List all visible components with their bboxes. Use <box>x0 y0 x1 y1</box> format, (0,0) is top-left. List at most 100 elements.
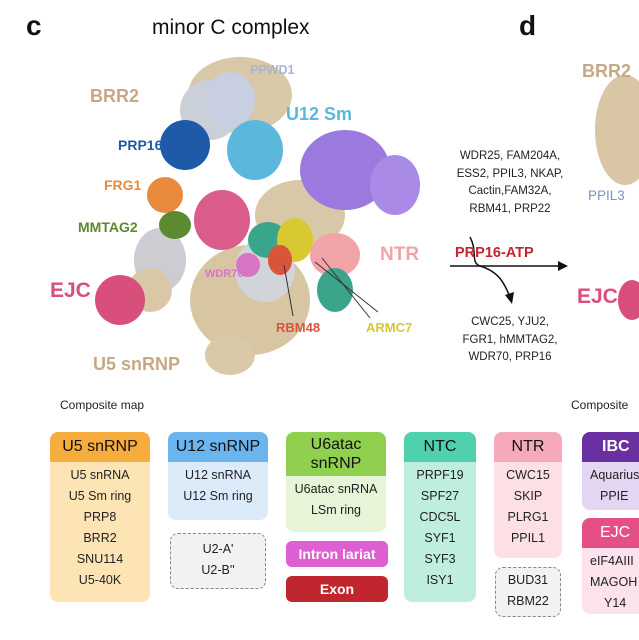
label-wdr70: WDR70 <box>205 268 244 280</box>
add-arrowhead <box>505 292 514 304</box>
legend-ntc-header: NTC <box>404 432 476 462</box>
transition-arrowhead <box>558 261 568 271</box>
composite-map-caption: Composite map <box>60 398 145 412</box>
ejc-density <box>95 275 145 325</box>
legend-u6atac-header-line2: snRNP <box>310 455 362 472</box>
label-ejc: EJC <box>50 279 91 302</box>
list-item: RBM22 <box>507 594 549 608</box>
label-frg1: FRG1 <box>104 177 142 193</box>
legend-ntr: NTR CWC15 SKIP PLRG1 PPIL1 <box>494 432 562 558</box>
rbm48-leader <box>283 264 294 317</box>
legend-u12snrnp-items: U12 snRNA U12 Sm ring <box>168 462 268 507</box>
legend-ntc: NTC PRPF19 SPF27 CDC5L SYF1 SYF3 ISY1 <box>404 432 476 602</box>
u12sm-density <box>227 120 283 180</box>
panel-d-density <box>595 75 639 185</box>
legend-ejc-header: EJC <box>582 518 639 548</box>
release-arc <box>469 236 481 267</box>
label-brr2: BRR2 <box>90 86 140 106</box>
prp16-density <box>160 120 210 170</box>
label-armc7: ARMC7 <box>366 320 413 335</box>
list-item: SYF1 <box>424 531 456 545</box>
list-item: U12 snRNA <box>185 468 251 482</box>
add-arc <box>479 265 511 298</box>
released-line-3: Cactin,FAM32A, <box>468 185 552 197</box>
list-item: U6atac snRNA <box>294 482 378 496</box>
legend-u5snrnp-items: U5 snRNA U5 Sm ring PRP8 BRR2 SNU114 U5-… <box>50 462 150 591</box>
legend-ejc-items: eIF4AIII MAGOH Y14 <box>582 548 639 614</box>
panel-d-ejc-density <box>618 280 639 320</box>
list-item: BRR2 <box>83 531 117 545</box>
added-line-2: FGR1, hMMTAG2, <box>462 333 558 346</box>
released-line-2: ESS2, PPIL3, NKAP, <box>456 167 564 180</box>
legend-ntr-header: NTR <box>494 432 562 462</box>
list-item: PPIE <box>600 489 629 503</box>
added-line-1: CWC25, YJU2, <box>471 316 549 328</box>
list-item: PRP8 <box>83 510 117 524</box>
purple-density-2 <box>370 155 420 215</box>
list-item: PLRG1 <box>507 510 549 524</box>
added-factors: CWC25, YJU2, FGR1, hMMTAG2, WDR70, PRP16 <box>440 314 580 367</box>
legend-u5snrnp-header: U5 snRNP <box>50 432 150 462</box>
purple-density <box>300 130 390 210</box>
list-item: U2-B'' <box>201 563 235 577</box>
mmtag2-density <box>159 211 191 239</box>
legend-ibc-header: IBC <box>582 432 639 462</box>
ntr-density <box>310 233 360 277</box>
cryo-em-density-map <box>95 57 639 375</box>
list-item: PPIL1 <box>510 531 546 545</box>
released-line-4: RBM41, PRP22 <box>469 202 551 215</box>
legend-u6atac: U6atac snRNP U6atac snRNA LSm ring <box>286 432 386 532</box>
added-line-3: WDR70, PRP16 <box>468 351 552 363</box>
list-item: SNU114 <box>76 552 124 566</box>
list-item: U2-A' <box>202 542 234 556</box>
panel-title: minor C complex <box>152 16 310 39</box>
list-item: CDC5L <box>419 510 461 524</box>
list-item: U5 Sm ring <box>68 489 132 503</box>
legend-ibc: IBC Aquarius PPIE <box>582 432 639 510</box>
label-ntr: NTR <box>380 244 420 265</box>
legend-u6atac-items: U6atac snRNA LSm ring <box>286 476 386 521</box>
label-d-ejc: EJC <box>577 285 618 308</box>
label-rbm48: RBM48 <box>276 320 321 335</box>
legend-u6atac-header: U6atac snRNP <box>286 432 386 476</box>
prp16-atp-label: PRP16-ATP <box>455 245 534 261</box>
frg1-density <box>147 177 183 213</box>
list-item: Y14 <box>604 596 627 610</box>
label-ppwd1: PPWD1 <box>250 63 295 77</box>
label-u5snrnp: U5 snRNP <box>93 354 181 374</box>
legend-ejc: EJC eIF4AIII MAGOH Y14 <box>582 518 639 614</box>
panel-letter-d: d <box>519 10 537 41</box>
list-item: LSm ring <box>310 503 362 517</box>
legend-u5snrnp: U5 snRNP U5 snRNA U5 Sm ring PRP8 BRR2 S… <box>50 432 150 602</box>
label-prp16: PRP16 <box>118 137 163 153</box>
released-factors: WDR25, FAM204A, ESS2, PPIL3, NKAP, Cacti… <box>440 148 580 218</box>
list-item: U5 snRNA <box>70 468 130 482</box>
list-item: eIF4AIII <box>590 554 634 568</box>
list-item: MAGOH <box>590 575 638 589</box>
pink-density <box>194 190 250 250</box>
wdr70-density <box>236 253 260 277</box>
legend-u6atac-header-line1: U6atac <box>310 436 362 453</box>
label-d-brr2: BRR2 <box>582 61 632 81</box>
composite-caption-d: Composite <box>571 398 629 412</box>
list-item: U12 Sm ring <box>183 489 253 503</box>
list-item: PRPF19 <box>416 468 464 482</box>
list-item: SYF3 <box>424 552 456 566</box>
teal-density-2 <box>317 268 353 312</box>
armc7-leader-2 <box>321 257 371 319</box>
legend-u12snrnp-dashed: U2-A' U2-B'' <box>170 533 266 589</box>
released-line-1: WDR25, FAM204A, <box>459 150 561 162</box>
ppwd1-density <box>205 72 255 128</box>
list-item: CWC15 <box>506 468 550 482</box>
list-item: Aquarius <box>590 468 639 482</box>
armc7-leader <box>314 261 379 313</box>
legend-ntr-dashed: BUD31 RBM22 <box>495 567 561 617</box>
label-u12sm: U12 Sm <box>286 104 353 124</box>
list-item: BUD31 <box>507 573 549 587</box>
legend-ibc-items: Aquarius PPIE <box>582 462 639 507</box>
list-item: SPF27 <box>420 489 460 503</box>
legend-ntr-items: CWC15 SKIP PLRG1 PPIL1 <box>494 462 562 549</box>
rbm48-density <box>268 245 292 275</box>
legend-exon: Exon <box>286 576 388 602</box>
label-mmtag2: MMTAG2 <box>78 219 138 235</box>
